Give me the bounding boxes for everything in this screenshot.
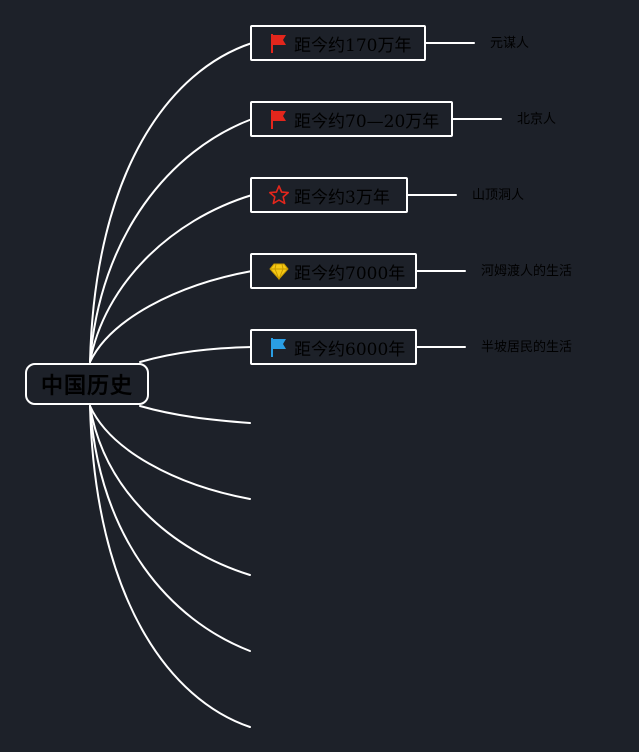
root-node-label: 中国历史 bbox=[40, 374, 133, 399]
yellow-diamond-icon bbox=[269, 263, 289, 281]
branch-node-5[interactable]: 距今约6000年 bbox=[250, 329, 417, 365]
root-node[interactable]: 中国历史 bbox=[25, 363, 149, 405]
blue-flag-icon bbox=[271, 338, 286, 357]
leaf-label-4[interactable]: 河姆渡人的生活 bbox=[481, 264, 573, 279]
connector-empty-5 bbox=[89, 405, 251, 728]
branch-node-2[interactable]: 距今约70—20万年 bbox=[250, 101, 453, 137]
connector-branch-2 bbox=[89, 118, 253, 363]
branch-node-4[interactable]: 距今约7000年 bbox=[250, 253, 417, 289]
branch-label-3: 距今约3万年 bbox=[294, 187, 390, 208]
red-flag-icon bbox=[271, 34, 286, 53]
branch-label-5: 距今约6000年 bbox=[294, 339, 406, 360]
leaf-label-2[interactable]: 北京人 bbox=[517, 112, 557, 127]
red-flag-icon bbox=[271, 110, 286, 129]
branch-label-2: 距今约70—20万年 bbox=[294, 111, 440, 132]
connector-branch-3 bbox=[89, 194, 253, 363]
red-star-outline-icon bbox=[269, 185, 289, 205]
leaf-label-1[interactable]: 元谋人 bbox=[490, 36, 530, 51]
branch-node-3[interactable]: 距今约3万年 bbox=[250, 177, 408, 213]
connector-branch-5 bbox=[139, 346, 253, 363]
leaf-label-3[interactable]: 山顶洞人 bbox=[472, 188, 525, 203]
connector-empty-2 bbox=[89, 405, 251, 500]
connector-branch-1 bbox=[89, 42, 253, 363]
connector-branch-4 bbox=[89, 270, 253, 363]
connector-empty-1 bbox=[139, 405, 251, 424]
branch-label-1: 距今约170万年 bbox=[294, 35, 412, 56]
leaf-label-5[interactable]: 半坡居民的生活 bbox=[481, 340, 573, 355]
connector-empty-3 bbox=[89, 405, 251, 576]
connector-empty-4 bbox=[89, 405, 251, 652]
branch-node-1[interactable]: 距今约170万年 bbox=[250, 25, 426, 61]
branch-label-4: 距今约7000年 bbox=[294, 263, 406, 284]
